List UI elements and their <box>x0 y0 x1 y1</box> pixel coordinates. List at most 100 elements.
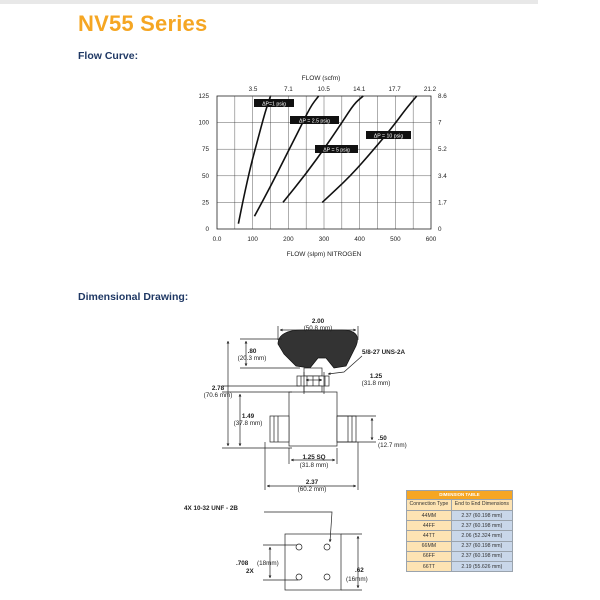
y-tick-label-right: 3.4 <box>438 173 447 180</box>
y-tick-label-right: 8.6 <box>438 93 447 100</box>
table-cell-type: 44TT <box>406 530 452 542</box>
dimension-table: DIMENSION TABLE Connection Type End to E… <box>406 490 514 573</box>
x-top-tick-label: 21.2 <box>424 86 437 93</box>
dim-0-62-mm: (16mm) <box>346 576 368 583</box>
dim-0-708-mm: (18mm) <box>257 560 279 567</box>
y-tick-label-left: 25 <box>202 199 210 206</box>
right-port <box>336 415 357 443</box>
x-axis-title: FLOW (slpm) NITROGEN <box>287 251 362 258</box>
flow-curve-series-2 <box>282 95 364 203</box>
x-tick-label: 600 <box>426 236 437 243</box>
series-label-2_5psig-text: ΔP = 2.5 psig <box>299 118 330 124</box>
dim-1-25: 1.25 <box>370 373 383 380</box>
y-tick-label-left: 50 <box>202 173 210 180</box>
thread-label: 5/8-27 UNS-2A <box>362 349 405 356</box>
table-cell-type: 66TT <box>406 560 452 573</box>
dim-0-80-mm: (20.3 mm) <box>238 355 267 362</box>
series-label-5psig: ΔP = 5 psig <box>315 145 358 153</box>
table-cell-dimension: 2.06 (52.324 mm) <box>450 530 514 542</box>
series-label-1psig-text: ΔP=1 psig <box>262 101 286 107</box>
table-cell-type: 44FF <box>406 520 452 532</box>
dim-0-50: .50 <box>378 435 387 442</box>
dim-2-37-mm: (60.2 mm) <box>298 486 327 493</box>
mounting-hole-2 <box>323 543 331 551</box>
dim-2-78-mm: (70.6 mm) <box>204 392 233 399</box>
y-tick-label-right: 5.2 <box>438 146 447 153</box>
top-rule <box>0 0 538 4</box>
section-heading-flow-curve: Flow Curve: <box>78 50 139 62</box>
x-top-axis-title: FLOW (scfm) <box>302 75 341 82</box>
mounting-hole-3 <box>295 573 303 581</box>
dim-1-49: 1.49 <box>242 413 255 420</box>
page-title: NV55 Series <box>78 11 208 36</box>
bottom-view-body <box>284 533 342 591</box>
section-heading-dimensional-drawing: Dimensional Drawing: <box>78 291 189 303</box>
dim-1-25-sq: 1.25 SQ <box>302 454 325 461</box>
flow-curve-series-1 <box>253 95 320 217</box>
y-tick-label-right: 7 <box>438 120 442 127</box>
x-top-tick-label: 3.5 <box>249 86 258 93</box>
table-cell-type: 66FF <box>406 550 452 562</box>
dim-0-50-mm: (12.7 mm) <box>378 442 407 449</box>
dim-1-49-mm: (37.8 mm) <box>234 420 263 427</box>
x-tick-label: 300 <box>319 236 330 243</box>
series-label-5psig-text: ΔP = 5 psig <box>323 147 350 153</box>
table-cell-dimension: 2.37 (60.198 mm) <box>450 509 514 522</box>
y-tick-label-right: 1.7 <box>438 199 447 206</box>
table-cell-dimension: 2.37 (60.198 mm) <box>450 520 514 532</box>
dim-1-25-mm: (31.8 mm) <box>362 380 391 387</box>
x-top-tick-label: 17.7 <box>388 86 401 93</box>
table-cell-type: 44MM <box>406 509 452 522</box>
table-header-connection: Connection Type <box>406 498 452 511</box>
table-cell-type: 66MM <box>406 540 452 552</box>
dim-2-37: 2.37 <box>306 479 319 486</box>
x-tick-label: 500 <box>390 236 401 243</box>
series-label-1psig: ΔP=1 psig <box>254 99 294 107</box>
x-top-tick-label: 14.1 <box>353 86 366 93</box>
table-cell-dimension: 2.37 (60.198 mm) <box>450 550 514 562</box>
y-tick-label-left: 75 <box>202 146 210 153</box>
series-label-2_5psig: ΔP = 2.5 psig <box>290 116 339 124</box>
valve-neck <box>303 385 323 393</box>
left-port <box>269 415 290 443</box>
x-tick-label: 200 <box>283 236 294 243</box>
dim-1-25-sq-mm: (31.8 mm) <box>300 462 329 469</box>
series-label-10psig-text: ΔP = 10 psig <box>374 133 404 139</box>
y-tick-label-left: 125 <box>198 93 209 100</box>
x-top-tick-label: 10.5 <box>318 86 331 93</box>
mounting-hole-4 <box>323 573 331 581</box>
table-cell-dimension: 2.19 (55.626 mm) <box>450 560 514 573</box>
x-tick-label: 0.0 <box>213 236 222 243</box>
table-cell-dimension: 2.37 (60.198 mm) <box>450 540 514 552</box>
dim-2-78: 2.78 <box>212 385 225 392</box>
dim-0-62: .62 <box>355 567 364 574</box>
screw-note: 4X 10-32 UNF - 2B <box>184 505 238 512</box>
dim-2-00: 2.00 <box>312 318 325 325</box>
x-top-tick-label: 7.1 <box>284 86 293 93</box>
valve-handle <box>277 329 358 369</box>
y-tick-label-left: 100 <box>198 120 209 127</box>
x-tick-label: 400 <box>354 236 365 243</box>
valve-stem <box>303 367 323 377</box>
valve-body <box>288 391 338 447</box>
dim-0-80: .80 <box>248 348 257 355</box>
series-label-10psig: ΔP = 10 psig <box>366 131 411 139</box>
table-header-end-to-end: End to End Dimensions <box>450 498 514 511</box>
y-tick-label-left: 0 <box>205 226 209 233</box>
dim-2-00-mm: (50.8 mm) <box>304 325 333 332</box>
y-tick-label-right: 0 <box>438 226 442 233</box>
x-tick-label: 100 <box>247 236 258 243</box>
dimension-table-caption: DIMENSION TABLE <box>406 490 513 500</box>
dim-0-708: .708 <box>236 560 249 567</box>
mounting-hole-1 <box>295 543 303 551</box>
dim-2x: 2X <box>246 568 255 575</box>
